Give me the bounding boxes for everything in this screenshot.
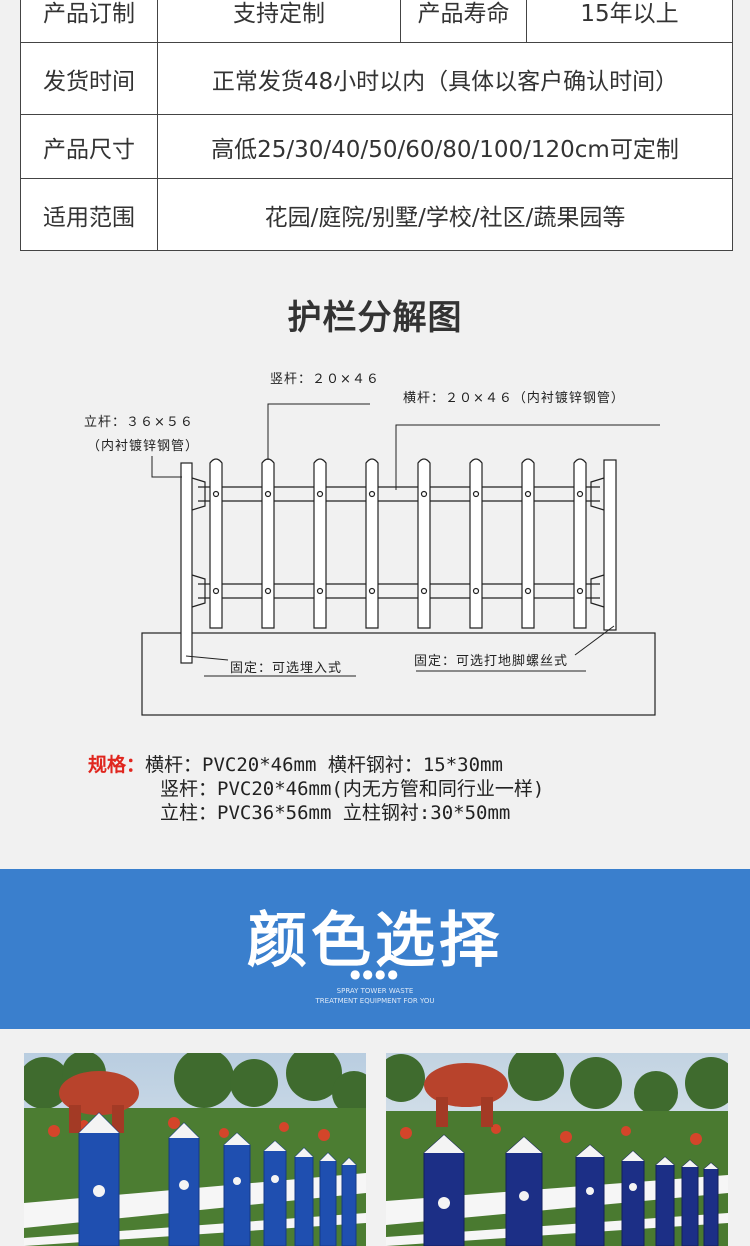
row-key: 发货时间 bbox=[20, 42, 158, 115]
label-fix-bolt: 固定：可选打地脚螺丝式 bbox=[414, 653, 568, 669]
color-banner bbox=[0, 869, 750, 1029]
label-post: 立杆：３６×５６ bbox=[84, 415, 194, 430]
picket bbox=[365, 458, 379, 629]
row-key: 产品尺寸 bbox=[20, 114, 158, 179]
post-right bbox=[603, 459, 617, 631]
picket-hole bbox=[212, 587, 220, 595]
picket-hole bbox=[264, 490, 272, 498]
picket-hole bbox=[524, 587, 532, 595]
table-row: 产品尺寸 高低25/30/40/50/60/80/100/120cm可定制 bbox=[20, 114, 733, 179]
table-row: 产品订制 支持定制 产品寿命 15年以上 bbox=[20, 0, 733, 43]
fence-photo-blue-image bbox=[24, 1053, 366, 1246]
table-row: 发货时间 正常发货48小时以内（具体以客户确认时间） bbox=[20, 42, 733, 115]
picket-hole bbox=[212, 490, 220, 498]
picket-hole bbox=[316, 490, 324, 498]
table-row: 适用范围 花园/庭院/别墅/学校/社区/蔬果园等 bbox=[20, 178, 733, 251]
row-value: 高低25/30/40/50/60/80/100/120cm可定制 bbox=[157, 114, 733, 179]
spec-block: 规格：横杆：PVC20*46mm 横杆钢衬：15*30mm 竖杆：PVC20*4… bbox=[88, 753, 544, 825]
row-key: 适用范围 bbox=[20, 178, 158, 251]
fence-diagram: 竖杆：２０×４６ 横杆：２０×４６（内衬镀锌钢管） 立杆：３６×５６ （内衬镀锌… bbox=[84, 372, 660, 716]
decor-dots: ●●●● bbox=[350, 967, 400, 981]
picket-hole bbox=[524, 490, 532, 498]
picket-hole bbox=[576, 490, 584, 498]
picket-hole bbox=[316, 587, 324, 595]
picket bbox=[469, 458, 483, 629]
picket-hole bbox=[368, 587, 376, 595]
label-post-note: （内衬镀锌钢管） bbox=[87, 438, 199, 454]
picket-hole bbox=[472, 587, 480, 595]
banner-subtitle-1: SPRAY TOWER WASTE bbox=[336, 987, 414, 995]
spec-table: 产品订制 支持定制 产品寿命 15年以上 发货时间 正常发货48小时以内（具体以… bbox=[20, 0, 733, 251]
picket bbox=[417, 458, 431, 629]
picket bbox=[261, 458, 275, 629]
fence-photo-blue bbox=[24, 1053, 366, 1246]
picket-hole bbox=[420, 490, 428, 498]
picket-hole bbox=[420, 587, 428, 595]
spec-line-3: 立柱：PVC36*56mm 立柱钢衬:30*50mm bbox=[160, 802, 511, 824]
picket-hole bbox=[264, 587, 272, 595]
picket bbox=[573, 458, 587, 629]
picket-hole bbox=[576, 587, 584, 595]
spec-heading: 规格： bbox=[88, 754, 146, 776]
row-key: 产品寿命 bbox=[400, 0, 527, 43]
label-fix-embed: 固定：可选埋入式 bbox=[230, 661, 342, 676]
label-horizontal-bar: 横杆：２０×４６（内衬镀锌钢管） bbox=[403, 390, 625, 406]
spec-line-2: 竖杆：PVC20*46mm(内无方管和同行业一样) bbox=[160, 778, 545, 800]
picket bbox=[521, 458, 535, 629]
row-value: 支持定制 bbox=[157, 0, 401, 43]
banner-subtitle-2: TREATMENT EQUIPMENT FOR YOU bbox=[315, 997, 435, 1005]
row-key: 产品订制 bbox=[20, 0, 158, 43]
picket bbox=[313, 458, 327, 629]
diagram-title: 护栏分解图 bbox=[287, 298, 463, 338]
fence-photo-navy bbox=[386, 1053, 728, 1246]
ground-box bbox=[141, 632, 656, 716]
row-value: 正常发货48小时以内（具体以客户确认时间） bbox=[157, 42, 733, 115]
picket bbox=[209, 458, 223, 629]
post-left bbox=[180, 462, 193, 664]
spec-line-1: 横杆：PVC20*46mm 横杆钢衬：15*30mm bbox=[145, 754, 503, 776]
row-value: 花园/庭院/别墅/学校/社区/蔬果园等 bbox=[157, 178, 733, 251]
label-vertical-bar: 竖杆：２０×４６ bbox=[270, 372, 380, 387]
color-section-title: 颜色选择 bbox=[247, 906, 503, 976]
picket-hole bbox=[368, 490, 376, 498]
fence-photo-navy-image bbox=[386, 1053, 728, 1246]
row-value: 15年以上 bbox=[526, 0, 733, 43]
picket-hole bbox=[472, 490, 480, 498]
